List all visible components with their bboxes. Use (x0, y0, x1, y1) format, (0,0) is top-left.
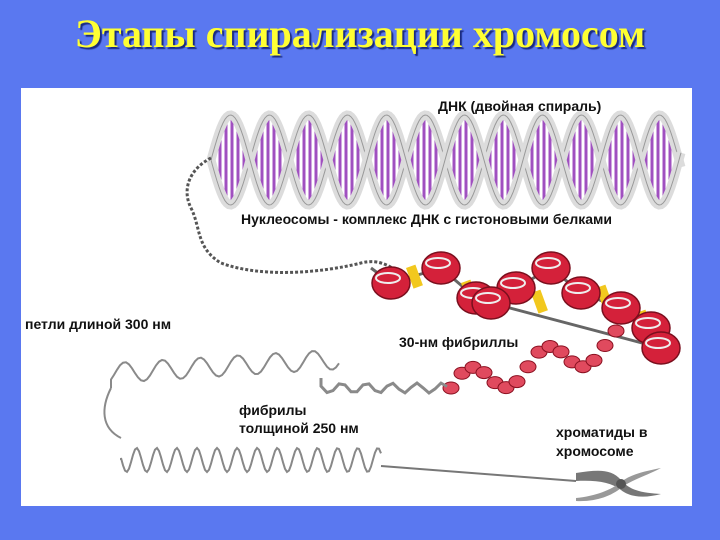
dna-wrap (425, 257, 451, 269)
histone-h1 (405, 264, 423, 289)
connector-to-chromosome (380, 465, 577, 482)
slide-title: Этапы спирализации хромосом (74, 11, 646, 56)
label-fibrils-250nm-line1: фибрилы (239, 402, 307, 418)
dna-strand-coil (185, 156, 402, 275)
dna-wrap (500, 277, 526, 289)
fibril-bead (442, 381, 460, 395)
dna-backbone-outline (210, 114, 682, 206)
dna-wrap (565, 282, 591, 294)
diagram-panel: ДНК (двойная спираль) Нуклеосомы - компл… (21, 88, 692, 506)
histone-h1 (531, 289, 548, 314)
fibril-250-coil (120, 446, 382, 474)
loop-fiber (110, 350, 340, 388)
label-loops: петли длиной 300 нм (25, 316, 172, 332)
dna-wrap (635, 317, 661, 329)
label-chromatids-line1: хроматиды в (556, 424, 648, 440)
fibril-30nm (319, 324, 625, 395)
dna-wrap (605, 297, 631, 309)
fibril-coil (319, 378, 448, 395)
chromosome-diagram (103, 110, 686, 502)
dna-wrap (645, 337, 671, 349)
dna-wrap (475, 292, 501, 304)
dna-wrap (375, 272, 401, 284)
label-fibrils-250nm-line2: толщиной 250 нм (239, 420, 359, 436)
loops-300nm (103, 350, 340, 439)
fibril-bead (596, 338, 614, 352)
fibril-bead (585, 353, 603, 367)
fibril-bead (552, 345, 570, 359)
fibril-bead (475, 366, 493, 380)
fibril-250nm (120, 446, 382, 474)
label-dna: ДНК (двойная спираль) (438, 98, 602, 114)
loop-connector (103, 387, 122, 439)
fibril-bead (607, 324, 625, 338)
label-chromatids-line2: хромосоме (556, 443, 634, 459)
label-nucleosomes: Нуклеосомы - комплекс ДНК с гистоновыми … (241, 211, 612, 227)
nucleosome-chain (370, 251, 681, 365)
dna-wrap (535, 257, 561, 269)
chromosome-icon (576, 468, 661, 502)
fibril-bead (508, 375, 526, 389)
label-fibrils-30nm: 30-нм фибриллы (399, 334, 519, 350)
fibril-bead (519, 360, 537, 374)
dna-double-helix (206, 110, 686, 210)
